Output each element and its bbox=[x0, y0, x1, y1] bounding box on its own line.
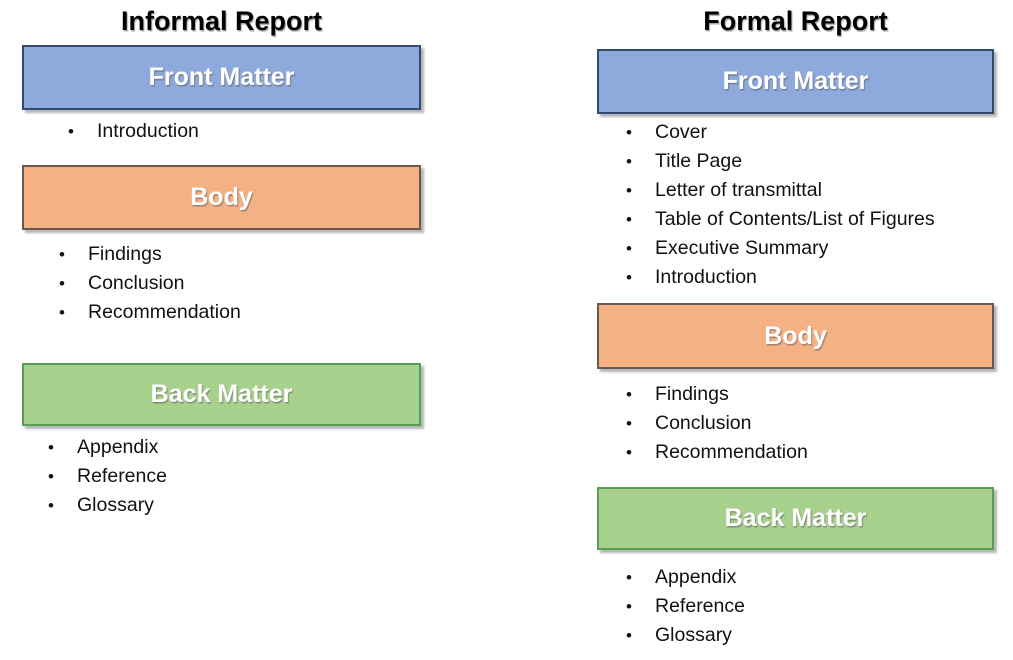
list-item: • Conclusion bbox=[626, 409, 808, 438]
list-item: • Reference bbox=[626, 592, 745, 621]
list-item-label: Reference bbox=[655, 595, 745, 617]
list-item: • Cover bbox=[626, 118, 935, 147]
list-item: • Table of Contents/List of Figures bbox=[626, 205, 935, 234]
column-formal-report: Formal Report Front Matter • Cover • Tit… bbox=[597, 0, 994, 660]
list-item-label: Title Page bbox=[655, 150, 743, 172]
bullet-icon: • bbox=[626, 239, 632, 258]
list-item-label: Reference bbox=[77, 465, 167, 487]
formal-front-matter-label: Front Matter bbox=[722, 67, 869, 95]
bullet-icon: • bbox=[626, 568, 632, 587]
formal-body-box: Body bbox=[597, 303, 994, 369]
bullet-icon: • bbox=[68, 122, 74, 141]
list-item: • Introduction bbox=[68, 117, 199, 146]
list-item-label: Recommendation bbox=[655, 441, 808, 463]
formal-body-list: • Findings • Conclusion • Recommendation bbox=[626, 380, 808, 467]
bullet-icon: • bbox=[626, 210, 632, 229]
bullet-icon: • bbox=[626, 443, 632, 462]
list-item: • Appendix bbox=[626, 563, 745, 592]
informal-front-matter-label: Front Matter bbox=[148, 63, 295, 91]
list-item: • Recommendation bbox=[626, 438, 808, 467]
formal-back-matter-label: Back Matter bbox=[724, 504, 867, 532]
list-item-label: Table of Contents/List of Figures bbox=[655, 208, 935, 230]
column-title-informal: Informal Report bbox=[120, 6, 322, 36]
informal-front-matter-list: • Introduction bbox=[68, 117, 199, 146]
formal-front-matter-list: • Cover • Title Page • Letter of transmi… bbox=[626, 118, 935, 292]
list-item-label: Findings bbox=[655, 383, 729, 405]
informal-back-matter-label: Back Matter bbox=[150, 380, 293, 408]
bullet-icon: • bbox=[59, 245, 65, 264]
list-item: • Executive Summary bbox=[626, 234, 935, 263]
list-item: • Introduction bbox=[626, 263, 935, 292]
bullet-icon: • bbox=[626, 123, 632, 142]
informal-body-label: Body bbox=[190, 183, 253, 211]
list-item-label: Findings bbox=[88, 243, 162, 265]
formal-body-label: Body bbox=[764, 321, 827, 350]
informal-body-box: Body bbox=[22, 165, 421, 230]
formal-back-matter-list: • Appendix • Reference • Glossary bbox=[626, 563, 745, 650]
bullet-icon: • bbox=[626, 414, 632, 433]
bullet-icon: • bbox=[626, 597, 632, 616]
list-item: • Letter of transmittal bbox=[626, 176, 935, 205]
list-item: • Recommendation bbox=[59, 298, 241, 327]
list-item-label: Introduction bbox=[97, 120, 199, 142]
informal-body-list: • Findings • Conclusion • Recommendation bbox=[59, 240, 241, 327]
bullet-icon: • bbox=[48, 467, 54, 486]
list-item-label: Cover bbox=[655, 121, 708, 143]
bullet-icon: • bbox=[59, 303, 65, 322]
list-item-label: Appendix bbox=[655, 566, 737, 588]
formal-front-matter-box: Front Matter bbox=[597, 49, 994, 114]
bullet-icon: • bbox=[626, 385, 632, 404]
bullet-icon: • bbox=[626, 268, 632, 287]
list-item: • Glossary bbox=[626, 621, 745, 650]
list-item: • Appendix bbox=[48, 433, 167, 462]
list-item-label: Letter of transmittal bbox=[655, 179, 822, 201]
list-item-label: Conclusion bbox=[88, 272, 185, 294]
informal-back-matter-list: • Appendix • Reference • Glossary bbox=[48, 433, 167, 520]
informal-front-matter-box: Front Matter bbox=[22, 45, 421, 110]
bullet-icon: • bbox=[48, 496, 54, 515]
bullet-icon: • bbox=[626, 152, 632, 171]
bullet-icon: • bbox=[626, 181, 632, 200]
list-item: • Findings bbox=[626, 380, 808, 409]
list-item-label: Glossary bbox=[77, 494, 154, 516]
list-item: • Findings bbox=[59, 240, 241, 269]
bullet-icon: • bbox=[59, 274, 65, 293]
list-item: • Glossary bbox=[48, 491, 167, 520]
list-item: • Title Page bbox=[626, 147, 935, 176]
bullet-icon: • bbox=[626, 626, 632, 645]
column-informal-report: Informal Report Front Matter • Introduct… bbox=[22, 0, 421, 660]
list-item-label: Introduction bbox=[655, 266, 757, 288]
list-item-label: Conclusion bbox=[655, 412, 752, 434]
list-item: • Conclusion bbox=[59, 269, 241, 298]
formal-back-matter-box: Back Matter bbox=[597, 487, 994, 550]
list-item: • Reference bbox=[48, 462, 167, 491]
list-item-label: Appendix bbox=[77, 436, 159, 458]
list-item-label: Glossary bbox=[655, 624, 732, 646]
informal-back-matter-box: Back Matter bbox=[22, 363, 421, 426]
list-item-label: Executive Summary bbox=[655, 237, 829, 259]
bullet-icon: • bbox=[48, 438, 54, 457]
column-title-formal: Formal Report bbox=[703, 6, 888, 36]
list-item-label: Recommendation bbox=[88, 301, 241, 323]
